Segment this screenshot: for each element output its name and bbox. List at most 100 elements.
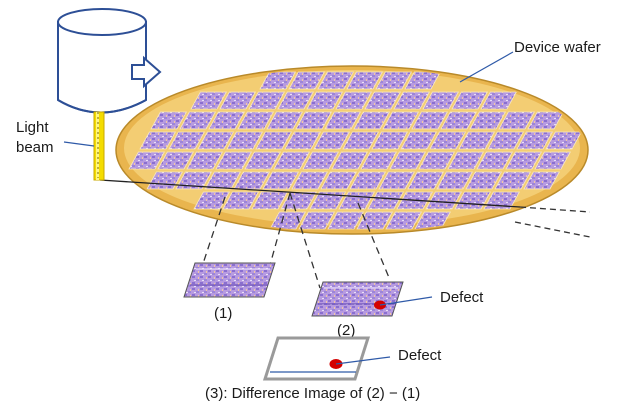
wafer-die [320, 171, 358, 190]
zoom-lines [194, 192, 391, 289]
wafer-die [190, 91, 228, 110]
wafer-die [385, 211, 423, 230]
wafer-die [193, 191, 231, 210]
light-beam-label-line1: Light [16, 119, 49, 136]
wafer-die [175, 171, 213, 190]
light-beam-callout [63, 141, 95, 147]
wafer-die [342, 131, 380, 150]
wafer-die [353, 111, 391, 130]
wafer-die [440, 111, 478, 130]
wafer-die [306, 91, 344, 110]
wafer-die [534, 151, 572, 170]
wafer-die [302, 151, 340, 170]
die-1 [183, 262, 276, 298]
wafer-die [237, 111, 275, 130]
wafer-die [219, 91, 257, 110]
wafer-die [168, 131, 206, 150]
caption: (3): Difference Image of (2) − (1) [205, 385, 420, 402]
wafer-die [527, 111, 565, 130]
wafer-die [208, 111, 246, 130]
defect-callout-top [379, 296, 433, 306]
wafer-die [335, 91, 373, 110]
wafer-die [255, 131, 293, 150]
wafer-die [469, 111, 507, 130]
defect-label-top: Defect [440, 289, 484, 306]
wafer-die [313, 131, 351, 150]
wafer-die [393, 91, 431, 110]
wafer-die [451, 91, 489, 110]
die-1-label: (1) [214, 305, 232, 322]
wafer-die [505, 151, 543, 170]
wafer-die [480, 91, 518, 110]
wafer-die [288, 71, 326, 90]
wafer-die [360, 151, 398, 170]
wafer-die [259, 71, 297, 90]
wafer-die [494, 171, 532, 190]
wafer-die [197, 131, 235, 150]
wafer-die [498, 111, 536, 130]
wafer-die [280, 191, 318, 210]
wafer-die [346, 71, 384, 90]
wafer-die [309, 191, 347, 210]
arrow-right-icon [131, 55, 162, 89]
wafer-die [378, 171, 416, 190]
wafer-die [128, 151, 166, 170]
wafer-die [375, 71, 413, 90]
wafer-die [186, 151, 224, 170]
wafer-die [411, 111, 449, 130]
wafer-die [327, 211, 365, 230]
wafer-die [389, 151, 427, 170]
difference-image [262, 336, 371, 381]
dashed-line-upper [519, 206, 591, 213]
wafer-die [273, 151, 311, 170]
wafer-die [382, 111, 420, 130]
light-beam [93, 111, 105, 181]
wafer-die [422, 91, 460, 110]
wafer-die [179, 111, 217, 130]
wafer-die [244, 151, 282, 170]
wafer-die [458, 131, 496, 150]
device-wafer-label: Device wafer [514, 39, 601, 56]
wafer-die [284, 131, 322, 150]
camera-icon [57, 8, 147, 114]
wafer-die [465, 171, 503, 190]
wafer-die [429, 131, 467, 150]
die-grid [128, 71, 583, 230]
wafer-die [150, 111, 188, 130]
wafer-die [277, 91, 315, 110]
defect-label-bottom: Defect [398, 347, 442, 364]
wafer-die [317, 71, 355, 90]
wafer-die [233, 171, 271, 190]
wafer-die [295, 111, 333, 130]
wafer-die [215, 151, 253, 170]
wafer-die [371, 131, 409, 150]
wafer-die [262, 171, 300, 190]
wafer-die [367, 191, 405, 210]
wafer-die [523, 171, 561, 190]
wafer-die [487, 131, 525, 150]
wafer-die [476, 151, 514, 170]
wafer-die [436, 171, 474, 190]
wafer-die [291, 171, 329, 190]
wafer-die [331, 151, 369, 170]
wafer-die [516, 131, 554, 150]
wafer-callout [459, 51, 514, 83]
wafer-die [139, 131, 177, 150]
scan-line [99, 179, 521, 208]
device-wafer [115, 65, 589, 235]
wafer-die [222, 191, 260, 210]
wafer-die [447, 151, 485, 170]
wafer-die [324, 111, 362, 130]
wafer-die [425, 191, 463, 210]
defect-callout-bottom [335, 356, 391, 365]
wafer-die [407, 171, 445, 190]
wafer-die [364, 91, 402, 110]
wafer-die [349, 171, 387, 190]
wafer-die [400, 131, 438, 150]
die-2-label: (2) [337, 322, 355, 339]
wafer-die [226, 131, 264, 150]
wafer-die [269, 211, 307, 230]
die-2 [311, 281, 404, 317]
wafer-die [298, 211, 336, 230]
